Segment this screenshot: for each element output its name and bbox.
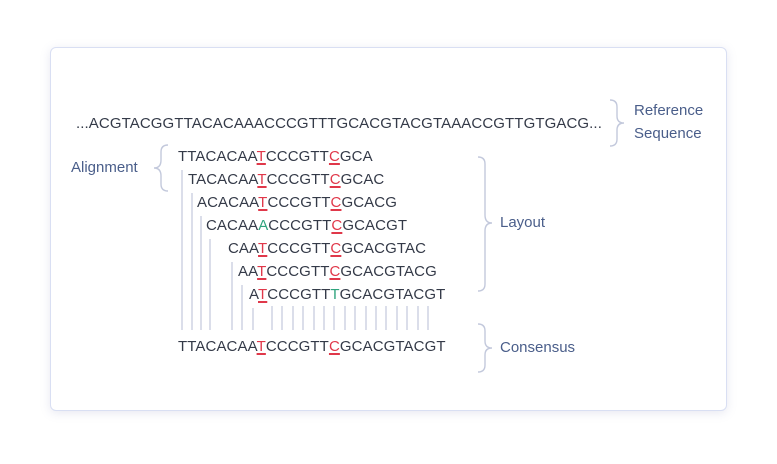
- variant-base: CCCGTT: [267, 194, 331, 211]
- diagram-card: [50, 47, 727, 411]
- alignment-guide-lines: [181, 170, 429, 330]
- sequence-segment: GCACGTACGT: [339, 286, 446, 303]
- variant-base: CCCGTT: [266, 171, 330, 188]
- consensus-brace: [477, 323, 493, 373]
- variant-base: CCCGTT: [267, 240, 331, 257]
- variant-base: CCCGTT: [266, 263, 330, 280]
- alignment-brace: [153, 144, 169, 192]
- read-row: ATCCCGTTTGCACGTACGT: [249, 286, 445, 304]
- sequence-segment: GCA: [339, 148, 373, 165]
- variant-base: C: [328, 338, 340, 355]
- variant-base: C: [328, 148, 340, 165]
- variant-base: T: [258, 286, 268, 303]
- sequence-segment: TTACACAA: [178, 338, 257, 355]
- variant-base: C: [331, 217, 343, 234]
- reference-label-line1: Reference: [634, 102, 704, 119]
- reference-brace: [609, 99, 625, 147]
- variant-base: T: [330, 286, 340, 303]
- read-row: CAATCCCGTTCGCACGTAC: [228, 240, 426, 258]
- sequence-segment: GCACG: [341, 194, 397, 211]
- variant-base: T: [256, 338, 266, 355]
- read-row: AATCCCGTTCGCACGTACG: [238, 263, 437, 281]
- sequence-segment: GCACGTAC: [341, 240, 427, 257]
- variant-base: T: [256, 148, 266, 165]
- sequence-segment: ACACAA: [197, 194, 259, 211]
- layout-label: Layout: [500, 214, 546, 231]
- variant-base: C: [330, 194, 342, 211]
- sequence-segment: AA: [238, 263, 258, 280]
- variant-base: CCCGTT: [268, 217, 332, 234]
- variant-base: T: [258, 194, 268, 211]
- sequence-segment: GCACGTACG: [340, 263, 437, 280]
- variant-base: T: [257, 263, 267, 280]
- sequence-segment: TTACACAA: [178, 148, 257, 165]
- variant-base: C: [330, 240, 342, 257]
- variant-base: T: [257, 171, 267, 188]
- sequence-segment: CACAA: [206, 217, 259, 234]
- layout-brace: [477, 156, 493, 292]
- variant-base: A: [258, 217, 269, 234]
- sequence-segment: GCACGT: [342, 217, 408, 234]
- sequence-segment: GCAC: [340, 171, 385, 188]
- variant-base: CCCGTT: [265, 338, 329, 355]
- read-row: CACAAACCCGTTCGCACGT: [206, 217, 407, 235]
- consensus-label: Consensus: [500, 339, 576, 356]
- read-row: TACACAATCCCGTTCGCAC: [188, 171, 384, 189]
- read-row: TTACACAATCCCGTTCGCA: [178, 148, 373, 166]
- variant-base: CCCGTT: [267, 286, 331, 303]
- sequence-segment: TACACAA: [188, 171, 258, 188]
- alignment-label: Alignment: [71, 159, 138, 176]
- variant-base: CCCGTT: [265, 148, 329, 165]
- consensus-row-text: TTACACAATCCCGTTCGCACGTACGT: [178, 338, 446, 356]
- sequence-segment: GCACGTACGT: [339, 338, 446, 355]
- variant-base: C: [329, 171, 341, 188]
- reference-label-line2: Sequence: [634, 125, 702, 142]
- read-row: ACACAATCCCGTTCGCACG: [197, 194, 397, 212]
- sequence-segment: CAA: [228, 240, 259, 257]
- variant-base: C: [329, 263, 341, 280]
- reference-sequence: ...ACGTACGGTTACACAAACCCGTTTGCACGTACGTAAA…: [76, 115, 602, 132]
- variant-base: T: [258, 240, 268, 257]
- sequence-segment: A: [249, 286, 258, 303]
